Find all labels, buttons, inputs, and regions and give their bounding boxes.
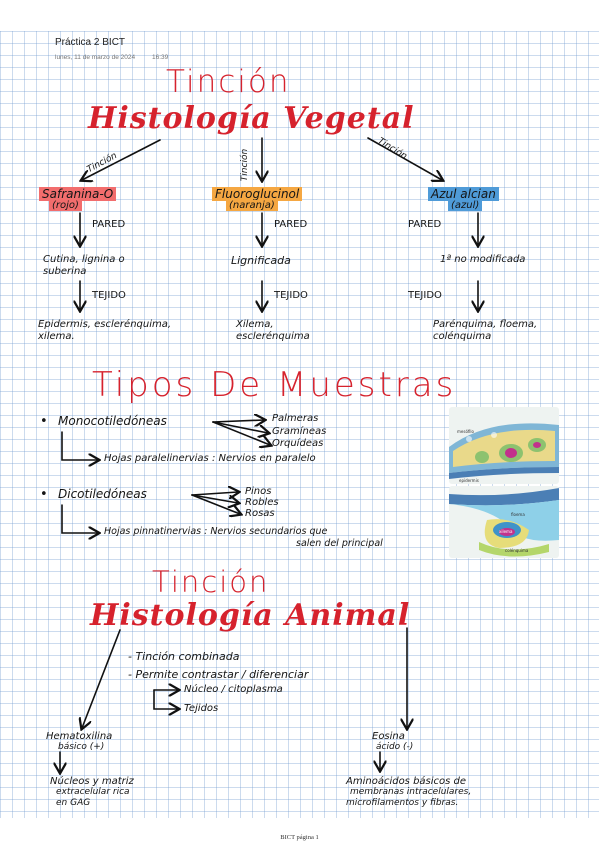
- dicot-leaf-image: floema xilema colénquima: [449, 486, 559, 558]
- animal-note-2: - Permite contrastar / diferenciar: [128, 668, 309, 681]
- hematoxilina-result-1: Núcleos y matriz: [50, 776, 134, 787]
- eosina-result-2: membranas intracelulares,: [350, 787, 472, 797]
- eosina-type: ácido (-): [376, 742, 414, 752]
- dico-leaves-2: salen del principal: [296, 538, 383, 549]
- eosina-label: Eosina: [372, 731, 405, 742]
- fluoroglucinol-pared-label: Pared: [274, 219, 308, 230]
- bullet-mono: •: [40, 414, 48, 429]
- dico-example-2: Robles: [245, 497, 279, 508]
- mono-example-1: Palmeras: [272, 413, 319, 424]
- animal-note-1: - Tinción combinada: [128, 650, 240, 663]
- image-label-xilema: xilema: [499, 529, 513, 534]
- stain-safranina-color: (rojo): [49, 200, 82, 211]
- azul-alcian-tejido-value: Parénquima, floema, colénquima: [433, 319, 538, 342]
- image-label-epidermis: epidermis: [459, 478, 479, 483]
- animal-title-histologia: Histología Animal: [90, 598, 411, 633]
- animal-sub-note-2: Tejidos: [184, 703, 219, 714]
- arrow-label-tincion-center: Tinción: [240, 148, 251, 182]
- page-footer-area: [0, 818, 599, 848]
- vegetal-title-histologia: Histología Vegetal: [88, 101, 415, 136]
- image-label-mesofilo: mesófilo: [457, 429, 475, 434]
- azul-alcian-pared-label: Pared: [408, 219, 442, 230]
- page-time: 16:39: [152, 54, 169, 61]
- mono-label: Monocotiledóneas: [58, 414, 167, 428]
- dico-label: Dicotiledóneas: [58, 487, 147, 501]
- monocot-leaf-image: mesófilo epidermis: [449, 407, 559, 484]
- image-label-floema: floema: [511, 512, 525, 517]
- stain-azul-alcian-color: (azul): [448, 200, 483, 211]
- page-title: Práctica 2 BICT: [55, 37, 126, 48]
- mono-example-2: Gramíneas: [272, 426, 327, 437]
- stain-fluoroglucinol: Fluoroglucinol: [212, 187, 303, 201]
- hematoxilina-result-3: en GAG: [56, 798, 91, 808]
- dico-example-3: Rosas: [245, 508, 275, 519]
- safranina-pared-value: Cutina, lignina o suberina: [43, 254, 125, 277]
- azul-alcian-pared-value: 1ª no modificada: [440, 254, 526, 265]
- page-header-area: [0, 0, 599, 31]
- azul-alcian-tejido-label: Tejido: [408, 290, 442, 301]
- safranina-tejido-value: Epidermis, esclerénquima, xilema.: [38, 319, 172, 342]
- fluoroglucinol-tejido-label: Tejido: [274, 290, 308, 301]
- animal-title-tincion: Tinción: [152, 565, 270, 599]
- fluoroglucinol-tejido-value: Xilema, esclerénquima: [236, 319, 310, 342]
- animal-sub-note-1: Núcleo / citoplasma: [184, 684, 283, 695]
- hematoxilina-label: Hematoxilina: [46, 731, 113, 742]
- fluoroglucinol-pared-value: Lignificada: [231, 254, 291, 267]
- muestras-title: Tipos De Muestras: [92, 365, 457, 405]
- page-date: lunes, 11 de marzo de 2024: [55, 54, 136, 61]
- hematoxilina-result-2: extracelular rica: [56, 787, 130, 797]
- vegetal-title-tincion: Tinción: [166, 64, 291, 100]
- safranina-tejido-label: Tejido: [92, 290, 126, 301]
- dico-leaves-1: Hojas pinnatinervias : Nervios secundari…: [104, 526, 328, 537]
- image-label-colenquima: colénquima: [505, 548, 529, 553]
- stain-safranina: Safranina-O: [39, 187, 117, 201]
- page-footer: BICT página 1: [280, 834, 319, 841]
- stain-azul-alcian: Azul alcian: [428, 187, 499, 201]
- dico-example-1: Pinos: [245, 486, 272, 497]
- bullet-dico: •: [40, 487, 48, 502]
- hematoxilina-type: básico (+): [58, 742, 105, 752]
- eosina-result-1: Aminoácidos básicos de: [346, 776, 467, 787]
- eosina-result-3: microfilamentos y fibras.: [346, 798, 459, 808]
- safranina-pared-label: Pared: [92, 219, 126, 230]
- mono-example-3: Orquídeas: [272, 438, 324, 449]
- stain-fluoroglucinol-color: (naranja): [226, 200, 278, 211]
- mono-leaves: Hojas paralelinervias : Nervios en paral…: [104, 453, 316, 464]
